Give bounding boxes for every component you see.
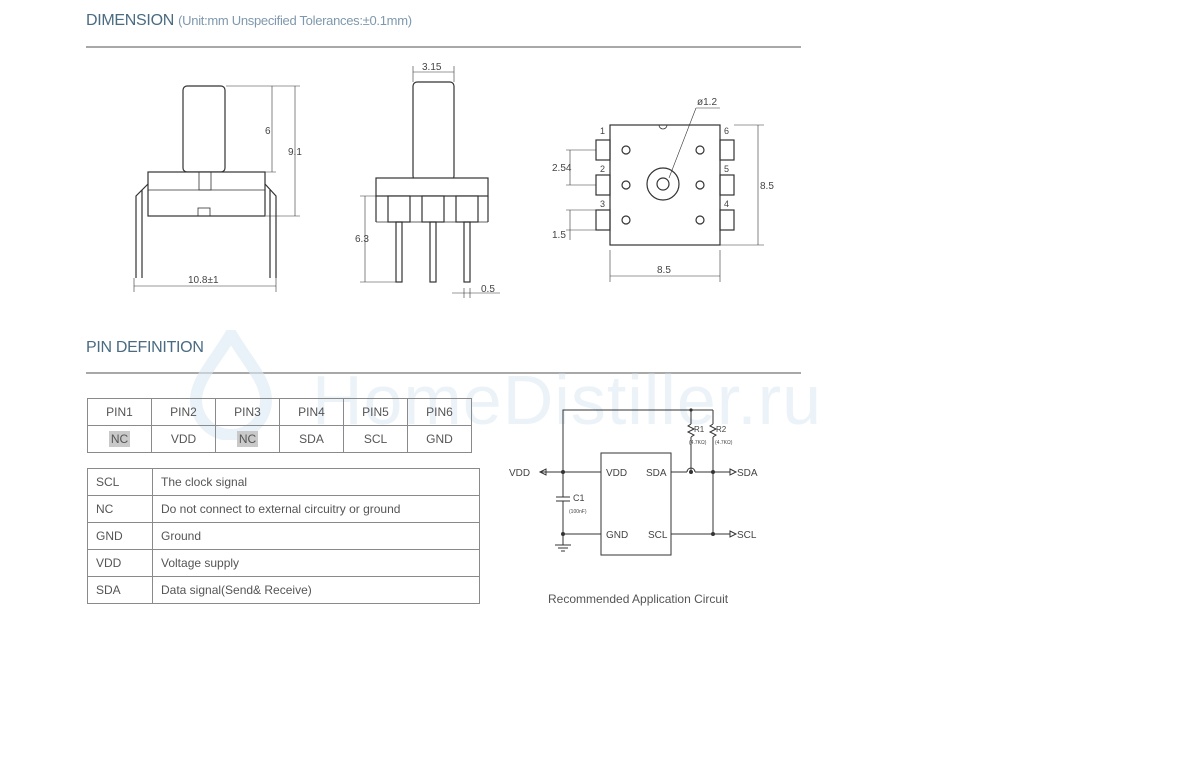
front-view-drawing xyxy=(360,66,500,298)
resistor-r1-label: R1 xyxy=(694,425,705,434)
dim-pin-0-5: 0.5 xyxy=(481,284,495,295)
definition-desc: Data signal(Send& Receive) xyxy=(152,576,480,604)
dim-width-8-5: 8.5 xyxy=(657,265,671,276)
dim-diameter: ø1.2 xyxy=(697,97,717,108)
pin-header-cell: PIN5 xyxy=(343,398,408,426)
pin-header-cell: PIN4 xyxy=(279,398,344,426)
table-row: NC Do not connect to external circuitry … xyxy=(87,495,480,523)
side-view-drawing xyxy=(133,85,300,292)
circuit-caption: Recommended Application Circuit xyxy=(548,592,729,606)
dim-pad-1-5: 1.5 xyxy=(552,230,566,241)
definition-pin: SCL xyxy=(87,468,153,496)
capacitor-c1-label: C1 xyxy=(573,493,585,503)
definition-desc: Do not connect to external circuitry or … xyxy=(152,495,480,523)
pin-definition-table: SCL The clock signal NC Do not connect t… xyxy=(87,468,480,604)
table-row: VDD Voltage supply xyxy=(87,549,480,577)
pin-value-cell: NC xyxy=(215,425,280,453)
dim-height-6-3: 6.3 xyxy=(355,234,369,245)
chip-vdd-pin: VDD xyxy=(606,468,627,479)
pin-header-cell: PIN3 xyxy=(215,398,280,426)
table-row: GND Ground xyxy=(87,522,480,550)
capacitor-c1-value: (100nF) xyxy=(569,509,587,515)
dim-width-3-15: 3.15 xyxy=(422,62,442,73)
pin-value-text: NC xyxy=(236,431,259,447)
pin-header-cell: PIN1 xyxy=(87,398,152,426)
chip-sda-pin: SDA xyxy=(646,468,667,479)
definition-desc: Voltage supply xyxy=(152,549,480,577)
pin-value-cell: GND xyxy=(407,425,472,453)
pin-number-2: 2 xyxy=(600,164,605,174)
resistor-r2-label: R2 xyxy=(716,425,727,434)
pin-value-cell: SCL xyxy=(343,425,408,453)
definition-pin: GND xyxy=(87,522,153,550)
dimension-heading: DIMENSION xyxy=(86,12,174,29)
definition-pin: NC xyxy=(87,495,153,523)
table-row: SDA Data signal(Send& Receive) xyxy=(87,576,480,604)
pin-number-4: 4 xyxy=(724,199,729,209)
dimension-divider xyxy=(86,46,801,48)
application-circuit-diagram: VDD SDA SCL VDD SDA GND SCL R1 R2 (4.7KΩ… xyxy=(509,408,758,556)
bottom-view-drawing xyxy=(566,107,764,282)
pin-value-cell: NC xyxy=(87,425,152,453)
pin-definition-divider xyxy=(86,372,801,374)
pin-table-header-row: PIN1 PIN2 PIN3 PIN4 PIN5 PIN6 xyxy=(87,398,472,426)
pin-number-1: 1 xyxy=(600,126,605,136)
pin-table: PIN1 PIN2 PIN3 PIN4 PIN5 PIN6 NC VDD NC … xyxy=(87,398,472,453)
table-row: SCL The clock signal xyxy=(87,468,480,496)
circuit-vdd-label: VDD xyxy=(509,468,530,479)
dim-height-8-5: 8.5 xyxy=(760,181,774,192)
definition-pin: VDD xyxy=(87,549,153,577)
chip-gnd-pin: GND xyxy=(606,530,628,541)
dimension-drawings: 6 9.1 10.8±1 3.15 6.3 0.5 ø1.2 2.54 1.5 … xyxy=(133,62,774,298)
pin-value-text: NC xyxy=(108,431,131,447)
chip-scl-pin: SCL xyxy=(648,530,668,541)
pin-definition-title: PIN DEFINITION xyxy=(86,339,204,356)
pin-number-5: 5 xyxy=(724,164,729,174)
dim-height-9-1: 9.1 xyxy=(288,147,302,158)
definition-pin: SDA xyxy=(87,576,153,604)
dim-height-6: 6 xyxy=(265,126,271,137)
circuit-scl-label: SCL xyxy=(737,530,757,541)
dimension-subtitle: (Unit:mm Unspecified Tolerances:±0.1mm) xyxy=(178,13,412,28)
resistor-r1-value: (4.7KΩ) xyxy=(689,440,707,446)
pin-header-cell: PIN6 xyxy=(407,398,472,426)
pin-table-value-row: NC VDD NC SDA SCL GND xyxy=(87,425,472,453)
pin-value-cell: VDD xyxy=(151,425,216,453)
pin-number-6: 6 xyxy=(724,126,729,136)
dim-width-10-8: 10.8±1 xyxy=(188,275,219,286)
resistor-r2-value: (4.7KΩ) xyxy=(715,440,733,446)
pin-number-3: 3 xyxy=(600,199,605,209)
definition-desc: Ground xyxy=(152,522,480,550)
pin-value-cell: SDA xyxy=(279,425,344,453)
circuit-sda-label: SDA xyxy=(737,468,758,479)
dim-pitch-2-54: 2.54 xyxy=(552,163,572,174)
dimension-title: DIMENSION (Unit:mm Unspecified Tolerance… xyxy=(86,12,412,30)
definition-desc: The clock signal xyxy=(152,468,480,496)
pin-header-cell: PIN2 xyxy=(151,398,216,426)
